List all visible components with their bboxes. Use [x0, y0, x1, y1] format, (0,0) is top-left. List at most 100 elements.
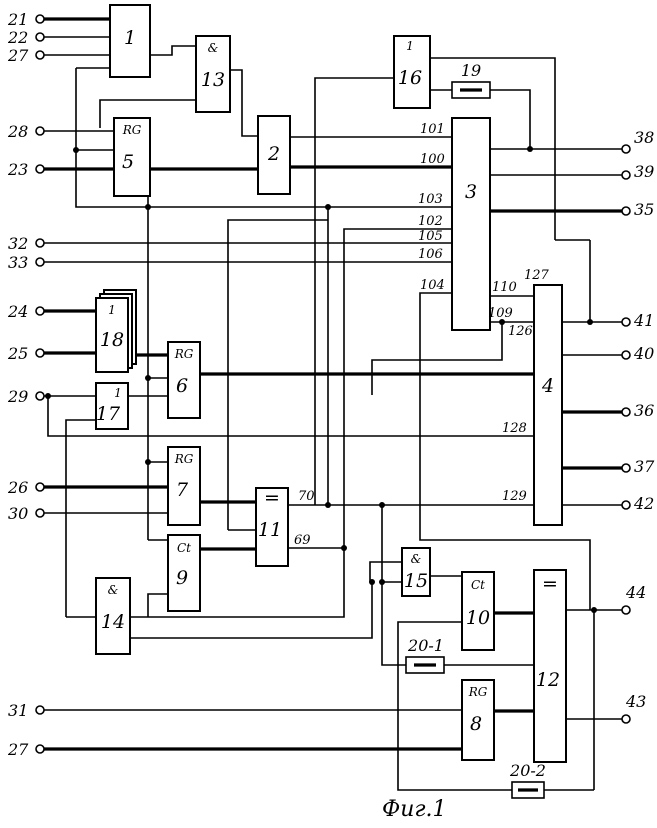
block-11-op: = [264, 487, 280, 509]
figure-caption: Фиг.1 [382, 797, 447, 822]
block-9-op: Ct [177, 541, 191, 555]
delay-19-label: 19 [461, 61, 481, 80]
junctions [45, 146, 597, 613]
signal-103: 103 [418, 192, 443, 207]
block-15-number: 15 [404, 570, 428, 592]
block-12-number: 12 [536, 669, 560, 691]
signal-127: 127 [524, 268, 550, 283]
block-12-op: = [542, 573, 558, 595]
block-18-op: 1 [108, 303, 116, 317]
block-13-op: & [208, 41, 219, 55]
block-16-number: 16 [398, 67, 422, 89]
signal-109: 109 [488, 306, 513, 321]
block-16: 1 16 [394, 36, 430, 108]
signal-101: 101 [420, 122, 445, 137]
signal-105: 105 [418, 229, 443, 244]
terminal-22: 22 [7, 28, 28, 47]
input-terminals: 21 22 27 28 23 32 33 24 25 29 26 30 31 2… [7, 10, 44, 759]
signal-128: 128 [502, 421, 527, 436]
block-18: 1 18 [96, 290, 136, 372]
terminal-32: 32 [8, 234, 28, 253]
block-5-op: RG [122, 123, 142, 137]
terminal-37: 37 [634, 457, 655, 476]
signal-102: 102 [418, 214, 443, 229]
block-8-op: RG [468, 685, 488, 699]
delay-20-1-label: 20-1 [407, 636, 444, 655]
output-terminals: 38 39 35 41 40 36 37 42 44 43 [622, 128, 655, 723]
block-7-number: 7 [176, 479, 189, 501]
signal-100: 100 [420, 152, 445, 167]
block-10-number: 10 [466, 607, 490, 629]
block-15-op: & [411, 552, 422, 566]
block-1-number: 1 [124, 27, 136, 49]
block-10: Ct 10 [462, 572, 494, 650]
block-7-op: RG [174, 452, 194, 466]
block-6-number: 6 [176, 375, 188, 397]
terminal-41: 41 [633, 311, 654, 330]
block-8: RG 8 [462, 680, 494, 760]
signal-70: 70 [298, 489, 315, 504]
terminal-36: 36 [634, 401, 654, 420]
terminal-26: 26 [7, 478, 28, 497]
terminal-23: 23 [7, 160, 28, 179]
terminal-27-bottom: 27 [7, 740, 29, 759]
signal-126: 126 [508, 324, 533, 339]
terminal-24: 24 [7, 302, 28, 321]
block-17: 1 17 [96, 383, 128, 429]
block-9: Ct 9 [168, 535, 200, 611]
delay-19: 19 [452, 61, 490, 98]
block-2: 2 [258, 116, 290, 194]
terminal-31: 31 [8, 701, 28, 720]
block-16-op: 1 [406, 39, 414, 53]
block-14-number: 14 [101, 611, 125, 633]
delay-20-2: 20-2 [509, 761, 546, 798]
block-13-number: 13 [201, 69, 225, 91]
terminal-40: 40 [633, 344, 654, 363]
block-13: & 13 [196, 36, 230, 112]
signal-labels: 101 100 103 102 105 106 104 110 109 127 … [294, 122, 550, 548]
block-3: 3 [452, 118, 490, 330]
signal-104: 104 [420, 278, 445, 293]
terminal-43: 43 [625, 692, 646, 711]
block-14: & 14 [96, 578, 130, 654]
block-14-op: & [108, 583, 119, 597]
block-17-op: 1 [114, 386, 122, 400]
block-2-number: 2 [267, 143, 280, 165]
signal-129: 129 [502, 489, 527, 504]
block-5: RG 5 [114, 118, 150, 196]
terminal-38: 38 [634, 128, 654, 147]
block-10-op: Ct [471, 578, 485, 592]
block-6-op: RG [174, 347, 194, 361]
block-5-number: 5 [122, 151, 134, 173]
terminal-29: 29 [7, 387, 28, 406]
block-4: 4 [534, 285, 562, 525]
terminal-33: 33 [8, 253, 28, 272]
signal-69: 69 [294, 533, 311, 548]
terminal-21: 21 [7, 10, 28, 29]
block-18-number: 18 [100, 329, 124, 351]
signal-106: 106 [418, 247, 443, 262]
block-11: = 11 [256, 487, 288, 566]
block-11-number: 11 [258, 519, 282, 541]
block-17-number: 17 [96, 403, 121, 425]
block-7: RG 7 [168, 447, 200, 525]
terminal-39: 39 [634, 162, 654, 181]
block-15: & 15 [402, 548, 430, 596]
terminal-30: 30 [8, 504, 28, 523]
block-1: 1 [110, 5, 150, 77]
signal-110: 110 [492, 280, 517, 295]
block-6: RG 6 [168, 342, 200, 418]
block-12: = 12 [534, 570, 566, 762]
block-3-number: 3 [465, 181, 477, 203]
block-4-number: 4 [541, 375, 554, 397]
terminal-28: 28 [7, 122, 28, 141]
terminal-27-top: 27 [7, 46, 29, 65]
delay-20-1: 20-1 [406, 636, 444, 673]
block-8-number: 8 [470, 713, 482, 735]
terminal-42: 42 [633, 494, 654, 513]
delay-20-2-label: 20-2 [509, 761, 546, 780]
block-9-number: 9 [176, 567, 188, 589]
terminal-35: 35 [634, 200, 654, 219]
terminal-25: 25 [7, 344, 28, 363]
